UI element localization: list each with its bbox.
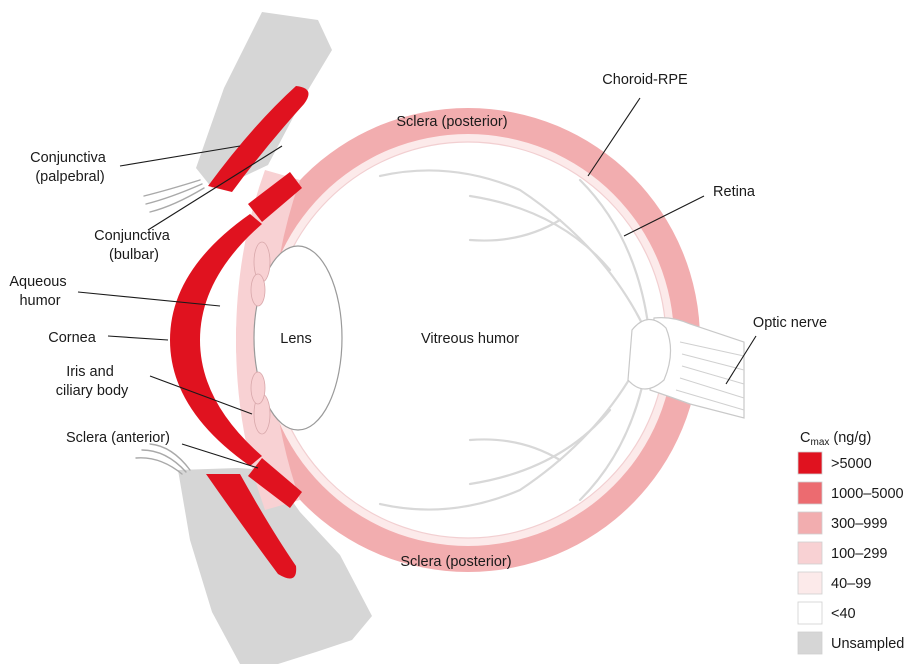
sclera-posterior-bottom-label: Sclera (posterior) <box>400 554 511 570</box>
legend: Cmax (ng/g) >5000 1000–5000 300–999 100–299… <box>798 430 904 654</box>
legend-title-main: C <box>800 430 810 446</box>
aqueous-line2: humor <box>19 293 60 309</box>
choroid-label: Choroid-RPE <box>602 72 688 88</box>
aqueous-label: Aqueous humor <box>9 274 70 309</box>
upper-eyelid <box>196 12 332 188</box>
legend-label: 1000–5000 <box>831 486 904 502</box>
legend-title: Cmax (ng/g) <box>800 430 871 448</box>
upper-eyelashes <box>144 180 204 212</box>
conj-palpebral-label: Conjunctiva (palpebral) <box>30 150 110 185</box>
lower-eyelashes <box>136 444 190 474</box>
conj-bulbar-label: Conjunctiva (bulbar) <box>94 228 174 263</box>
legend-label: 300–999 <box>831 516 887 532</box>
iris-line1: Iris and <box>66 364 114 380</box>
legend-swatch <box>798 602 822 624</box>
iris-line2: ciliary body <box>56 383 129 399</box>
legend-swatch <box>798 572 822 594</box>
legend-swatch <box>798 542 822 564</box>
legend-label: 100–299 <box>831 546 887 562</box>
vitreous-label: Vitreous humor <box>421 331 519 347</box>
legend-swatch <box>798 512 822 534</box>
legend-label: >5000 <box>831 456 872 472</box>
conj-palpebral-line2: (palpebral) <box>35 169 104 185</box>
legend-label: 40–99 <box>831 576 871 592</box>
aqueous-line1: Aqueous <box>9 274 66 290</box>
legend-swatch <box>798 632 822 654</box>
optic-nerve-label: Optic nerve <box>753 315 827 331</box>
retina-label: Retina <box>713 184 756 200</box>
legend-swatch <box>798 452 822 474</box>
legend-swatch <box>798 482 822 504</box>
legend-label: Unsampled <box>831 636 904 652</box>
sclera-anterior-label: Sclera (anterior) <box>66 430 170 446</box>
legend-label: <40 <box>831 606 856 622</box>
legend-items: >5000 1000–5000 300–999 100–299 40–99 <40Unsa… <box>798 452 904 654</box>
conj-bulbar-line2: (bulbar) <box>109 247 159 263</box>
conj-bulbar-line1: Conjunctiva <box>94 228 171 244</box>
lens-label: Lens <box>280 331 311 347</box>
sclera-posterior-top-label: Sclera (posterior) <box>396 114 507 130</box>
legend-title-sub: max <box>810 437 829 448</box>
legend-title-unit: (ng/g) <box>829 430 871 446</box>
cornea-label: Cornea <box>48 330 96 346</box>
conj-palpebral-line1: Conjunctiva <box>30 150 107 166</box>
iris-label: Iris and ciliary body <box>56 364 129 399</box>
